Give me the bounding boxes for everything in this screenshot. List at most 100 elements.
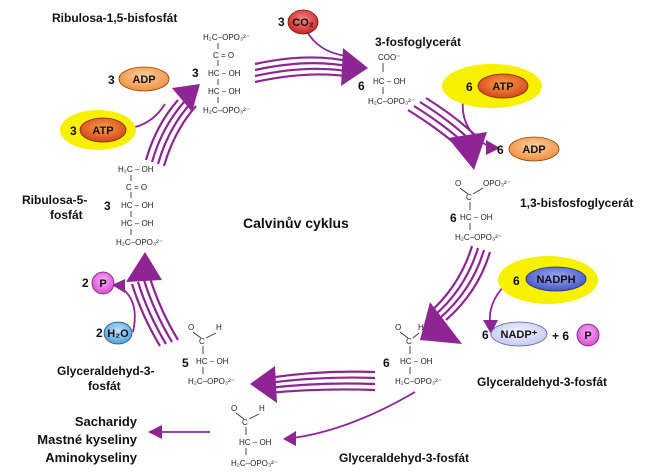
g3p-left-label-1: Glyceraldehyd-3- <box>57 364 154 378</box>
co2-badge <box>287 9 319 35</box>
svg-text:C: C <box>242 418 248 427</box>
g3p-right-structure: O C H 6 HC – OH H₂C–OPO₃²⁻ <box>383 323 442 386</box>
arrow-rubp-to-pga <box>254 48 368 86</box>
svg-text:H: H <box>259 404 265 413</box>
svg-text:HC – OH: HC – OH <box>373 77 406 86</box>
bpg-structure: O C OPO₃²⁻ 6 HC – OH H₂C–OPO₃²⁻ <box>450 179 511 242</box>
g3p-left-coef: 5 <box>182 356 189 370</box>
atp-right-badge <box>477 73 529 99</box>
svg-text:O: O <box>395 323 401 332</box>
svg-text:HC – OH: HC – OH <box>208 87 241 96</box>
bpg-label: 1,3-bisfosfoglycerát <box>520 196 633 210</box>
h2o-coef: 2 <box>96 326 103 340</box>
ru5p-label-2: fosfát <box>50 208 83 222</box>
pi-in-text: P <box>99 278 106 290</box>
svg-text:HC – OH: HC – OH <box>460 213 493 222</box>
nadp-text: NADP⁺ <box>501 329 538 341</box>
pi-in-coef: 2 <box>82 276 89 290</box>
svg-text:H₂C–OPO₃²⁻: H₂C–OPO₃²⁻ <box>203 106 250 115</box>
arrow-g3p5-to-ru5p <box>126 252 179 347</box>
atp-left-text: ATP <box>92 125 113 137</box>
co2-input-arrow <box>305 29 347 57</box>
g3p-bottom-structure: O C H HC – OH H₂C–OPO₃²⁻ <box>231 404 278 468</box>
ru5p-label-1: Ribulosa-5- <box>22 193 87 207</box>
svg-text:HC – OH: HC – OH <box>208 69 241 78</box>
arrow-ru5p-to-rubp <box>144 84 200 167</box>
h2o-text: H₂O <box>107 328 129 340</box>
pga-coef: 6 <box>358 79 365 93</box>
atp-left-badge <box>79 117 127 143</box>
atp-left-coef: 3 <box>70 124 77 138</box>
products-list: Sacharidy Mastné kyseliny Aminokyseliny <box>37 414 137 465</box>
svg-text:C: C <box>199 337 205 346</box>
arrow-g3p-to-g3p5 <box>250 366 376 403</box>
nadp-coef: 6 <box>482 328 489 342</box>
g3p-right-coef: 6 <box>383 356 390 370</box>
svg-text:H₂C–OPO₃²⁻: H₂C–OPO₃²⁻ <box>231 459 278 468</box>
product-item: Mastné kyseliny <box>37 432 137 447</box>
pi-out-text: P <box>584 330 591 342</box>
rubp-structure: H₂C–OPO₃²⁻ C = O 3 HC – OH HC – OH H₂C–O… <box>192 33 250 115</box>
svg-text:H₂C–OPO₃²⁻: H₂C–OPO₃²⁻ <box>116 238 163 247</box>
pi-in-badge <box>91 271 115 295</box>
h2o-badge <box>103 321 133 345</box>
svg-text:O: O <box>455 179 461 188</box>
pga-structure: COO⁻ 6 HC – OH H₂C–OPO₃²⁻ <box>358 53 415 106</box>
nadp-badge <box>490 321 548 347</box>
arrow-bpg-to-g3p <box>420 245 492 344</box>
atp-right-coef: 6 <box>466 80 473 94</box>
adp-left-coef: 3 <box>108 73 115 87</box>
svg-text:C: C <box>406 337 412 346</box>
ru5p-structure: H₂C – OH C = O 3 HC – OH HC – OH H₂C–OPO… <box>104 165 163 247</box>
svg-text:HC – OH: HC – OH <box>121 219 154 228</box>
pi-out-plus: + 6 <box>552 329 569 343</box>
arrow-to-products-head <box>148 425 162 439</box>
g3p-left-structure: O C H 5 HC – OH H₂C–OPO₃²⁻ <box>182 323 235 386</box>
g3p-bottom-label: Glyceraldehyd-3-fosfát <box>339 451 469 465</box>
svg-text:H₂C–OPO₃²⁻: H₂C–OPO₃²⁻ <box>455 233 502 242</box>
svg-text:OPO₃²⁻: OPO₃²⁻ <box>483 179 511 188</box>
svg-text:COO⁻: COO⁻ <box>378 53 400 62</box>
svg-text:C = O: C = O <box>126 183 147 192</box>
adp-output-head-right <box>486 140 500 155</box>
svg-text:C: C <box>466 193 472 202</box>
product-item: Aminokyseliny <box>45 450 138 465</box>
svg-text:HC – OH: HC – OH <box>400 357 433 366</box>
atp-right-text: ATP <box>492 81 513 93</box>
pi-output-head-left <box>112 279 125 293</box>
nadph-coef: 6 <box>513 274 520 288</box>
svg-text:HC – OH: HC – OH <box>121 201 154 210</box>
adp-left-badge <box>118 66 170 92</box>
nadp-output-head <box>483 320 498 334</box>
arrow-pga-to-bpg <box>407 97 487 170</box>
svg-text:O: O <box>188 323 194 332</box>
adp-right-coef: 6 <box>497 143 504 157</box>
svg-text:O: O <box>231 404 237 413</box>
arrow-to-g3p-export <box>292 391 416 439</box>
bpg-coef: 6 <box>450 211 457 225</box>
svg-text:HC – OH: HC – OH <box>196 357 229 366</box>
atp-input-arrow-right <box>461 99 489 147</box>
adp-right-badge <box>508 136 560 162</box>
product-item: Sacharidy <box>75 414 138 429</box>
pga-label: 3-fosfoglycerát <box>375 35 461 49</box>
arrow-to-g3p-export-head <box>283 431 296 446</box>
rubp-label: Ribulosa-1,5-bisfosfát <box>52 11 177 25</box>
g3p-right-label: Glyceraldehyd-3-fosfát <box>477 375 607 389</box>
g3p-left-label-2: fosfát <box>88 379 121 393</box>
svg-text:H₂C – OH: H₂C – OH <box>118 165 154 174</box>
svg-text:H: H <box>418 323 424 332</box>
nadph-badge <box>525 266 587 292</box>
svg-text:HC – OH: HC – OH <box>239 438 272 447</box>
nadph-text: NADPH <box>536 274 575 286</box>
center-title: Calvinův cyklus <box>243 215 349 231</box>
svg-text:H₂C–OPO₃²⁻: H₂C–OPO₃²⁻ <box>395 377 442 386</box>
co2-text: CO₂ <box>292 17 314 29</box>
pi-out-badge <box>576 323 600 347</box>
ru5p-coef: 3 <box>104 199 111 213</box>
svg-text:H₂C–OPO₃²⁻: H₂C–OPO₃²⁻ <box>188 377 235 386</box>
svg-text:H₂C–OPO₃²⁻: H₂C–OPO₃²⁻ <box>368 97 415 106</box>
svg-text:H₂C–OPO₃²⁻: H₂C–OPO₃²⁻ <box>203 33 250 42</box>
adp-right-text: ADP <box>522 144 545 156</box>
